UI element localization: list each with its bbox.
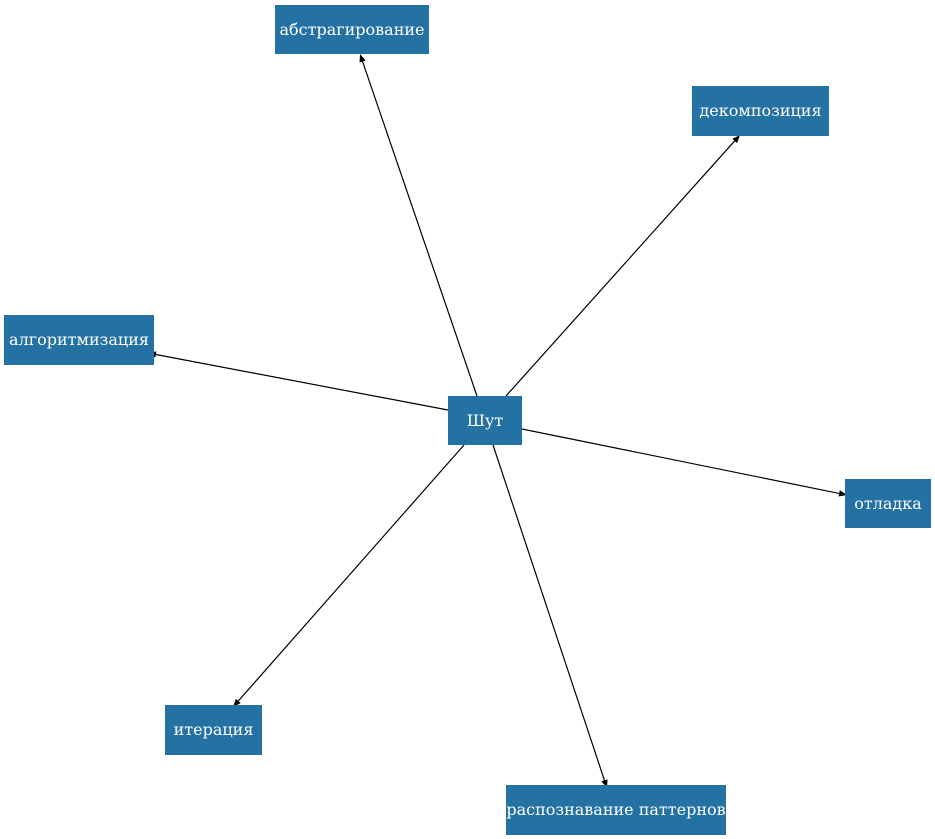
edge-shut-to-algorithmization (155, 353, 449, 411)
arrowhead-abstraction (359, 54, 366, 63)
node-iteration[interactable]: итерация (165, 705, 262, 755)
edge-shut-to-debugging (521, 428, 840, 494)
node-debugging[interactable]: отладка (845, 479, 931, 528)
node-abstraction[interactable]: абстрагирование (275, 5, 429, 54)
arrowhead-debugging (838, 490, 847, 497)
edge-shut-to-decomposition (505, 140, 736, 397)
node-shut[interactable]: Шут (448, 396, 522, 445)
node-algorithmization[interactable]: алгоритмизация (4, 315, 154, 365)
edge-shut-to-pattern-recognition (492, 444, 606, 781)
arrowhead-iteration (233, 698, 241, 707)
edge-shut-to-abstraction (362, 61, 478, 397)
arrowhead-decomposition (732, 135, 740, 144)
edge-shut-to-iteration (237, 444, 465, 702)
node-decomposition[interactable]: декомпозиция (692, 86, 829, 136)
node-pattern-recognition[interactable]: распознавание паттернов (506, 785, 726, 835)
